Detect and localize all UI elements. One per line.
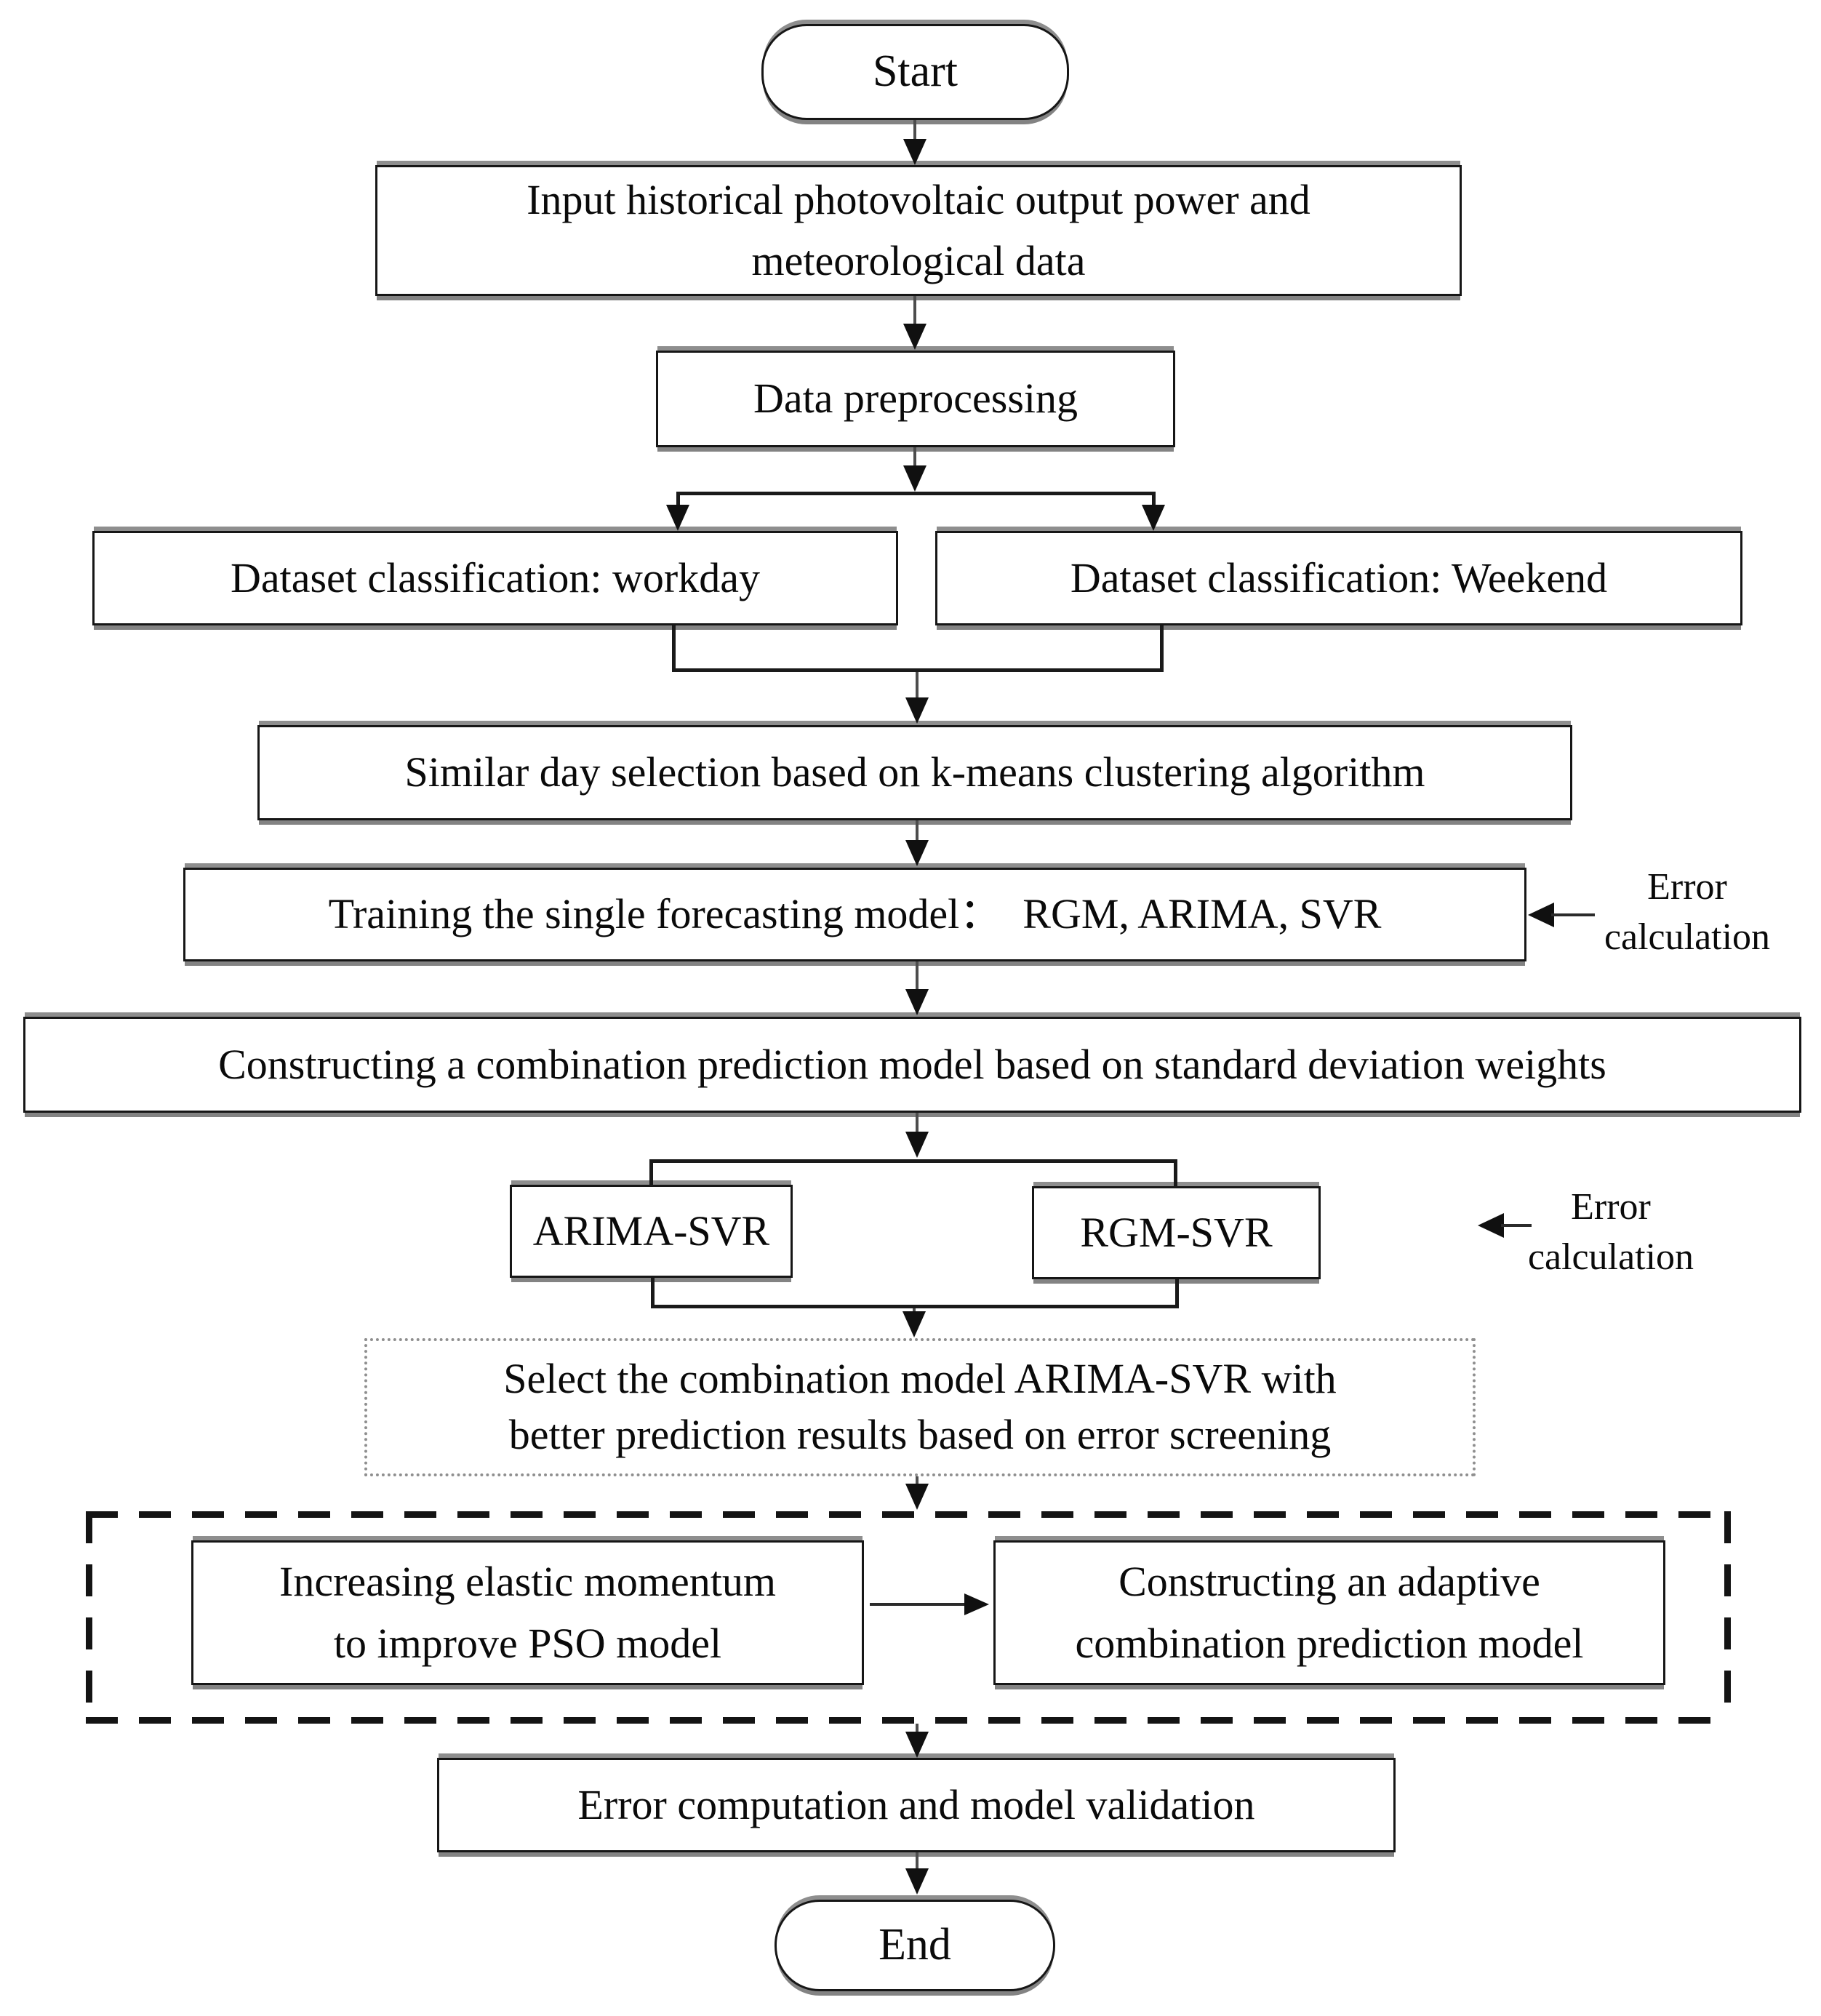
- node-label: Start: [872, 47, 958, 97]
- top-bracket-left-drop: [649, 1159, 653, 1186]
- node-label-line1: Select the combination model ARIMA-SVR w…: [503, 1355, 1337, 1403]
- arrowhead-preprocessing-branch: [903, 465, 926, 492]
- branch-left-stub: [676, 492, 680, 506]
- label-line1: Error: [1647, 866, 1727, 908]
- arrowhead-bracket-select: [903, 1311, 926, 1337]
- connector-merge-similar: [916, 672, 918, 699]
- dashed-border-right: [1724, 1511, 1731, 1724]
- node-rgm-svr: RGM-SVR: [1032, 1186, 1321, 1279]
- node-input-data: Input historical photovoltaic output pow…: [375, 165, 1462, 296]
- node-label-line2: to improve PSO model: [333, 1619, 722, 1667]
- connector-combination-bracket: [916, 1113, 918, 1133]
- node-start: Start: [761, 24, 1069, 120]
- connector-group-validation: [916, 1724, 918, 1733]
- node-label-line1: Input historical photovoltaic output pow…: [527, 175, 1310, 223]
- label-line2: calculation: [1604, 916, 1771, 958]
- node-label: Constructing an adaptive combination pre…: [1075, 1551, 1583, 1673]
- node-dataset-workday: Dataset classification: workday: [92, 531, 898, 625]
- label-line1: Error: [1571, 1186, 1651, 1228]
- bottom-bracket-horizontal: [651, 1305, 1179, 1308]
- arrowhead-branch-weekend: [1142, 505, 1165, 531]
- node-similar-day-selection: Similar day selection based on k-means c…: [257, 725, 1572, 820]
- node-end: End: [775, 1900, 1055, 1991]
- node-error-validation: Error computation and model validation: [437, 1758, 1396, 1852]
- connector-training-combination: [916, 961, 918, 991]
- node-label: Data preprocessing: [753, 375, 1078, 423]
- node-label: Dataset classification: workday: [231, 553, 760, 601]
- branch-right-stub: [1152, 492, 1156, 506]
- node-training-single-models: Training the single forecasting model： R…: [183, 868, 1526, 961]
- node-label-line2: better prediction results based on error…: [508, 1411, 1332, 1458]
- node-dataset-weekend: Dataset classification: Weekend: [935, 531, 1742, 625]
- error-calculation-label-bottom: Error calculation: [1509, 1183, 1713, 1282]
- node-label: Training the single forecasting model： R…: [328, 890, 1382, 938]
- arrowhead-merge-similar: [905, 697, 929, 724]
- arrowhead-input-preprocessing: [903, 324, 926, 350]
- node-label-line2: combination prediction model: [1075, 1619, 1584, 1667]
- arrowhead-error-calc-top: [1528, 903, 1554, 927]
- connector-select-group: [916, 1476, 918, 1485]
- connector-validation-end: [916, 1852, 918, 1870]
- node-improve-pso: Increasing elastic momentum to improve P…: [191, 1540, 864, 1685]
- arrowhead-branch-workday: [666, 505, 689, 531]
- node-combination-model: Constructing a combination prediction mo…: [23, 1017, 1801, 1113]
- label-line2: calculation: [1527, 1236, 1694, 1278]
- node-label: Constructing a combination prediction mo…: [218, 1040, 1606, 1088]
- node-label-line2: meteorological data: [751, 237, 1086, 284]
- merge-left-line: [672, 625, 676, 672]
- arrowhead-validation-end: [905, 1868, 929, 1895]
- connector-error-calc-bottom: [1501, 1224, 1532, 1227]
- node-label: ARIMA-SVR: [532, 1207, 770, 1255]
- merge-horizontal-line: [672, 668, 1164, 672]
- dashed-border-bottom: [86, 1717, 1731, 1724]
- arrowhead-select-group: [905, 1484, 929, 1510]
- arrowhead-similar-training: [905, 840, 929, 866]
- node-label: RGM-SVR: [1080, 1208, 1273, 1256]
- dashed-border-top: [86, 1511, 1731, 1518]
- top-bracket-horizontal: [649, 1159, 1177, 1163]
- node-label: Increasing elastic momentum to improve P…: [279, 1551, 776, 1673]
- node-label: Similar day selection based on k-means c…: [404, 748, 1425, 796]
- node-label-line1: Increasing elastic momentum: [279, 1558, 776, 1606]
- node-label: End: [879, 1920, 951, 1970]
- error-calculation-label-top: Error calculation: [1585, 863, 1789, 962]
- connector-preprocessing-branch: [913, 447, 916, 467]
- node-label: Select the combination model ARIMA-SVR w…: [503, 1351, 1336, 1463]
- node-arima-svr: ARIMA-SVR: [510, 1185, 793, 1278]
- node-data-preprocessing: Data preprocessing: [656, 351, 1175, 447]
- arrowhead-training-combination: [905, 989, 929, 1015]
- arrowhead-group-validation: [905, 1732, 929, 1758]
- dashed-border-left: [86, 1511, 92, 1724]
- connector-similar-training: [916, 820, 918, 841]
- node-label: Input historical photovoltaic output pow…: [527, 169, 1310, 292]
- arrowhead-start-input: [903, 139, 926, 165]
- merge-right-line: [1160, 625, 1164, 672]
- connector-input-preprocessing: [913, 296, 916, 325]
- node-label: Error computation and model validation: [577, 1780, 1255, 1828]
- connector-error-calc-top: [1551, 913, 1595, 916]
- node-adaptive-combination: Constructing an adaptive combination pre…: [993, 1540, 1665, 1685]
- arrowhead-combination-bracket: [905, 1132, 929, 1158]
- bottom-bracket-right-rise: [1175, 1279, 1179, 1308]
- arrowhead-error-calc-bottom: [1478, 1213, 1504, 1238]
- top-bracket-right-drop: [1174, 1159, 1177, 1188]
- connector-pso-adaptive: [870, 1603, 964, 1606]
- node-label: Dataset classification: Weekend: [1070, 553, 1608, 601]
- dashed-group-frame: [86, 1511, 1731, 1724]
- bottom-bracket-left-rise: [651, 1278, 655, 1308]
- arrowhead-pso-adaptive: [964, 1593, 989, 1615]
- node-label-line1: Constructing an adaptive: [1118, 1558, 1540, 1606]
- node-select-combination-model: Select the combination model ARIMA-SVR w…: [364, 1338, 1476, 1476]
- branch-horizontal-line: [676, 492, 1155, 495]
- connector-start-input: [913, 120, 916, 140]
